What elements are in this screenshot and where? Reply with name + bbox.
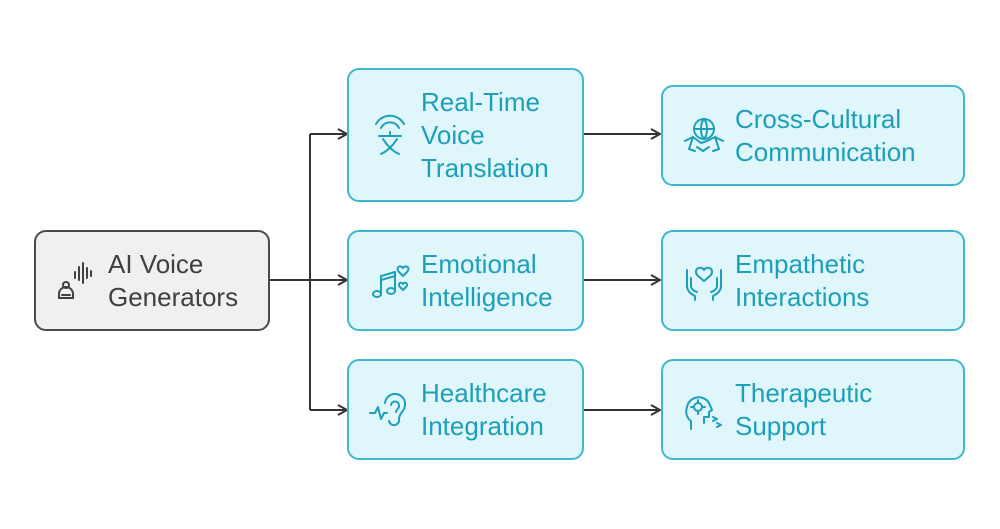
music-heart-icon xyxy=(365,256,415,306)
hands-heart-icon xyxy=(679,256,729,306)
robot-voice-icon xyxy=(52,257,100,305)
branch-label-healthcare: Healthcare Integration xyxy=(421,377,547,441)
root-node: AI Voice Generators xyxy=(34,230,270,331)
outcome-node-empathetic: Empathetic Interactions xyxy=(661,230,965,331)
outcome-label-crosscultural: Cross-Cultural Communication xyxy=(735,103,916,167)
branch-node-healthcare: Healthcare Integration xyxy=(347,359,584,460)
translate-signal-icon xyxy=(365,110,415,160)
outcome-node-crosscultural: Cross-Cultural Communication xyxy=(661,85,965,186)
branch-node-translation: Real-Time Voice Translation xyxy=(347,68,584,202)
handshake-globe-icon xyxy=(679,111,729,161)
branch-node-emotional: Emotional Intelligence xyxy=(347,230,584,331)
root-label: AI Voice Generators xyxy=(108,248,239,312)
branch-label-emotional: Emotional Intelligence xyxy=(421,248,553,312)
outcome-node-therapeutic: Therapeutic Support xyxy=(661,359,965,460)
ear-sound-icon xyxy=(365,385,415,435)
outcome-label-empathetic: Empathetic Interactions xyxy=(735,248,870,312)
head-gear-icon xyxy=(679,385,729,435)
branch-label-translation: Real-Time Voice Translation xyxy=(421,86,549,183)
outcome-label-therapeutic: Therapeutic Support xyxy=(735,377,873,441)
